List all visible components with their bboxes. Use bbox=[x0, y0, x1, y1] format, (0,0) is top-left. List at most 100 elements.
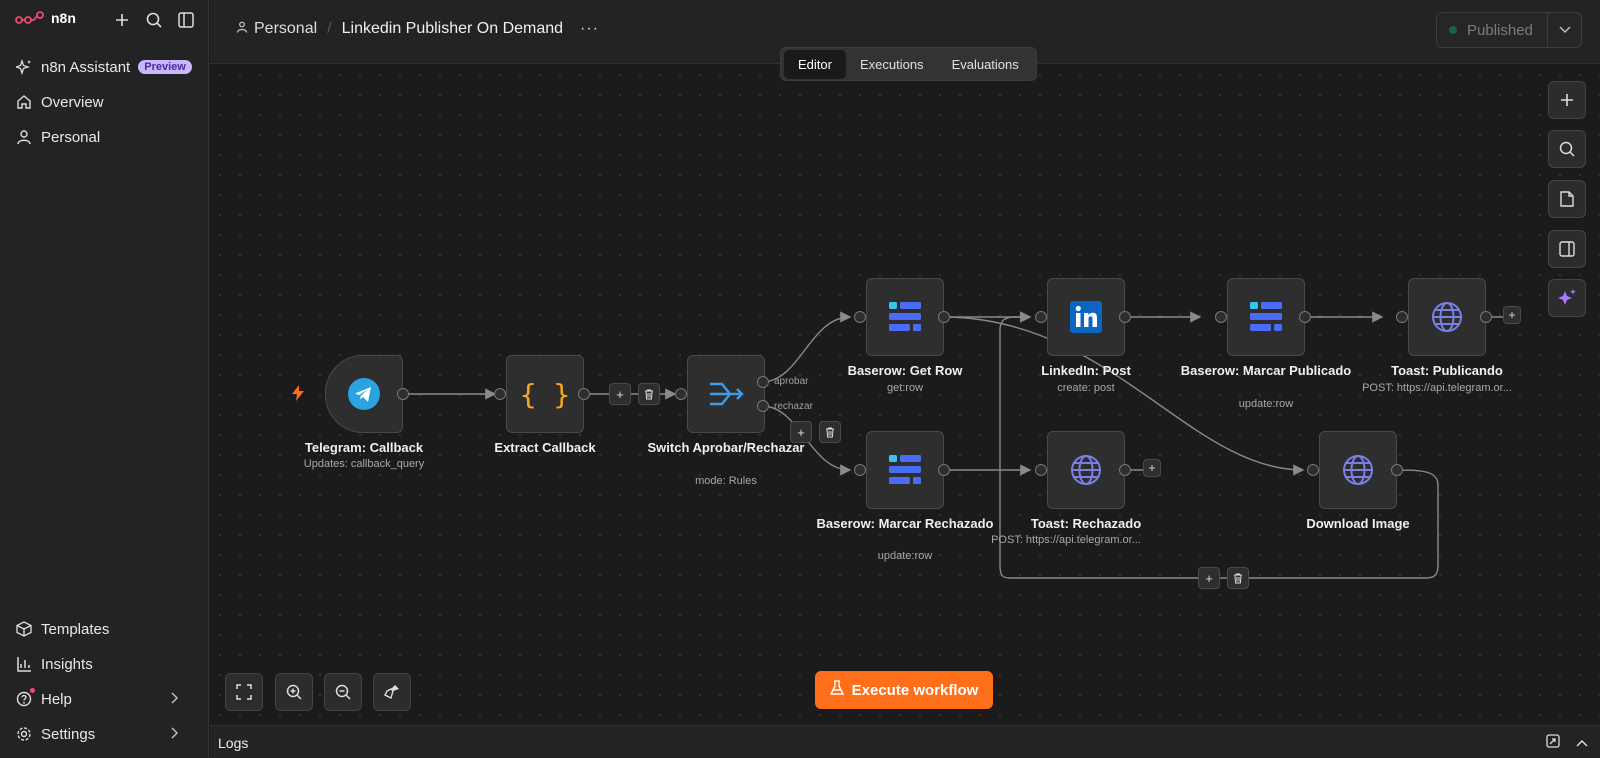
input-port[interactable] bbox=[1396, 311, 1408, 323]
zoom-in-button[interactable] bbox=[275, 673, 313, 711]
search-icon[interactable] bbox=[144, 10, 164, 30]
node-baserow-marcar-publicado[interactable] bbox=[1227, 278, 1305, 356]
workflow-canvas[interactable]: Telegram: Callback Updates: callback_que… bbox=[210, 65, 1600, 725]
delete-connection-button[interactable] bbox=[819, 421, 841, 443]
sidebar-item-assistant[interactable]: n8n Assistant Preview bbox=[15, 58, 192, 76]
gear-icon bbox=[15, 725, 33, 743]
user-icon bbox=[15, 128, 33, 146]
sidebar-item-overview[interactable]: Overview bbox=[15, 93, 104, 111]
add-node-button[interactable]: + bbox=[1503, 306, 1521, 324]
globe-icon bbox=[1432, 302, 1462, 332]
node-linkedin-post[interactable] bbox=[1047, 278, 1125, 356]
add-node-button[interactable]: + bbox=[1198, 567, 1220, 589]
node-subtitle: Updates: callback_query bbox=[303, 458, 425, 470]
app-name: n8n bbox=[51, 10, 76, 26]
output-port[interactable] bbox=[1391, 464, 1403, 476]
publish-control: Published bbox=[1436, 12, 1582, 48]
zoom-out-icon bbox=[335, 684, 351, 700]
node-download-image[interactable] bbox=[1319, 431, 1397, 509]
node-title: Baserow: Marcar Publicado bbox=[1180, 363, 1352, 378]
output-port-aprobar[interactable] bbox=[757, 376, 769, 388]
sparkles-icon bbox=[1558, 289, 1576, 305]
sidebar-item-insights[interactable]: Insights bbox=[15, 655, 93, 673]
logs-panel[interactable]: Logs bbox=[210, 725, 1600, 758]
chevron-down-icon[interactable] bbox=[1547, 13, 1581, 47]
zoom-out-button[interactable] bbox=[324, 673, 362, 711]
output-port[interactable] bbox=[1480, 311, 1492, 323]
execute-workflow-button[interactable]: Execute workflow bbox=[815, 671, 993, 709]
node-switch[interactable] bbox=[687, 355, 765, 433]
output-port[interactable] bbox=[578, 388, 590, 400]
node-baserow-get-row[interactable] bbox=[866, 278, 944, 356]
n8n-logo[interactable]: n8n bbox=[15, 10, 76, 26]
input-port[interactable] bbox=[854, 311, 866, 323]
node-subtitle: create: post bbox=[1057, 382, 1115, 394]
output-port[interactable] bbox=[938, 464, 950, 476]
panel-toggle-tool[interactable] bbox=[1548, 230, 1586, 268]
chevron-right-icon bbox=[171, 726, 179, 743]
workflow-name[interactable]: Linkedin Publisher On Demand bbox=[341, 20, 564, 37]
breadcrumb-project[interactable]: Personal bbox=[254, 20, 318, 37]
plus-icon[interactable] bbox=[112, 10, 132, 30]
chevron-up-icon[interactable] bbox=[1576, 734, 1588, 753]
globe-icon bbox=[1071, 455, 1101, 485]
view-tabs: Editor Executions Evaluations bbox=[780, 47, 1037, 81]
lightning-icon bbox=[292, 385, 304, 406]
add-node-button[interactable]: + bbox=[1143, 459, 1161, 477]
add-node-button[interactable]: + bbox=[790, 421, 812, 443]
pop-out-icon[interactable] bbox=[1546, 734, 1560, 753]
output-port[interactable] bbox=[1119, 311, 1131, 323]
node-title: Baserow: Marcar Rechazado bbox=[816, 516, 994, 531]
search-nodes-tool[interactable] bbox=[1548, 130, 1586, 168]
panel-icon bbox=[1559, 241, 1575, 257]
output-port[interactable] bbox=[1299, 311, 1311, 323]
input-port[interactable] bbox=[1035, 311, 1047, 323]
fit-view-button[interactable] bbox=[225, 673, 263, 711]
assistant-label: n8n Assistant bbox=[41, 58, 131, 76]
output-port[interactable] bbox=[1119, 464, 1131, 476]
input-port[interactable] bbox=[1215, 311, 1227, 323]
tab-executions[interactable]: Executions bbox=[859, 56, 924, 72]
node-title: Baserow: Get Row bbox=[847, 363, 963, 378]
telegram-icon bbox=[348, 378, 380, 410]
input-port[interactable] bbox=[494, 388, 506, 400]
output-port[interactable] bbox=[397, 388, 409, 400]
node-extract-callback[interactable]: { } bbox=[506, 355, 584, 433]
sidebar-item-help[interactable]: Help bbox=[15, 688, 195, 708]
tidy-up-button[interactable] bbox=[373, 673, 411, 711]
bar-chart-icon bbox=[15, 655, 33, 673]
add-node-tool[interactable] bbox=[1548, 81, 1586, 119]
more-options-icon[interactable]: ··· bbox=[580, 20, 599, 37]
delete-connection-button[interactable] bbox=[638, 383, 660, 405]
sidebar-item-label: Settings bbox=[41, 725, 96, 743]
sticky-note-tool[interactable] bbox=[1548, 180, 1586, 218]
output-port-rechazar[interactable] bbox=[757, 400, 769, 412]
node-baserow-marcar-rechazado[interactable] bbox=[866, 431, 944, 509]
published-button[interactable]: Published bbox=[1437, 22, 1547, 39]
baserow-icon bbox=[889, 302, 921, 331]
input-port[interactable] bbox=[1307, 464, 1319, 476]
output-label-aprobar: aprobar bbox=[774, 376, 809, 387]
input-port[interactable] bbox=[675, 388, 687, 400]
tab-editor[interactable]: Editor bbox=[784, 49, 846, 79]
ai-assistant-tool[interactable] bbox=[1548, 279, 1586, 317]
linkedin-icon bbox=[1070, 301, 1102, 333]
tab-evaluations[interactable]: Evaluations bbox=[951, 56, 1019, 72]
node-toast-rechazado[interactable] bbox=[1047, 431, 1125, 509]
sidebar-item-personal[interactable]: Personal bbox=[15, 128, 100, 146]
note-icon bbox=[1560, 191, 1574, 207]
sidebar-item-templates[interactable]: Templates bbox=[15, 620, 109, 638]
sidebar-toggle-icon[interactable] bbox=[176, 10, 196, 30]
node-title: Toast: Rechazado bbox=[1030, 516, 1142, 531]
node-toast-publicando[interactable] bbox=[1408, 278, 1486, 356]
sidebar-item-settings[interactable]: Settings bbox=[15, 725, 195, 743]
baserow-icon bbox=[1250, 302, 1282, 331]
node-telegram-callback[interactable] bbox=[325, 355, 403, 433]
input-port[interactable] bbox=[854, 464, 866, 476]
box-icon bbox=[15, 620, 33, 638]
output-port[interactable] bbox=[938, 311, 950, 323]
add-node-button[interactable]: + bbox=[609, 383, 631, 405]
code-braces-icon: { } bbox=[519, 377, 571, 411]
delete-connection-button[interactable] bbox=[1227, 567, 1249, 589]
input-port[interactable] bbox=[1035, 464, 1047, 476]
